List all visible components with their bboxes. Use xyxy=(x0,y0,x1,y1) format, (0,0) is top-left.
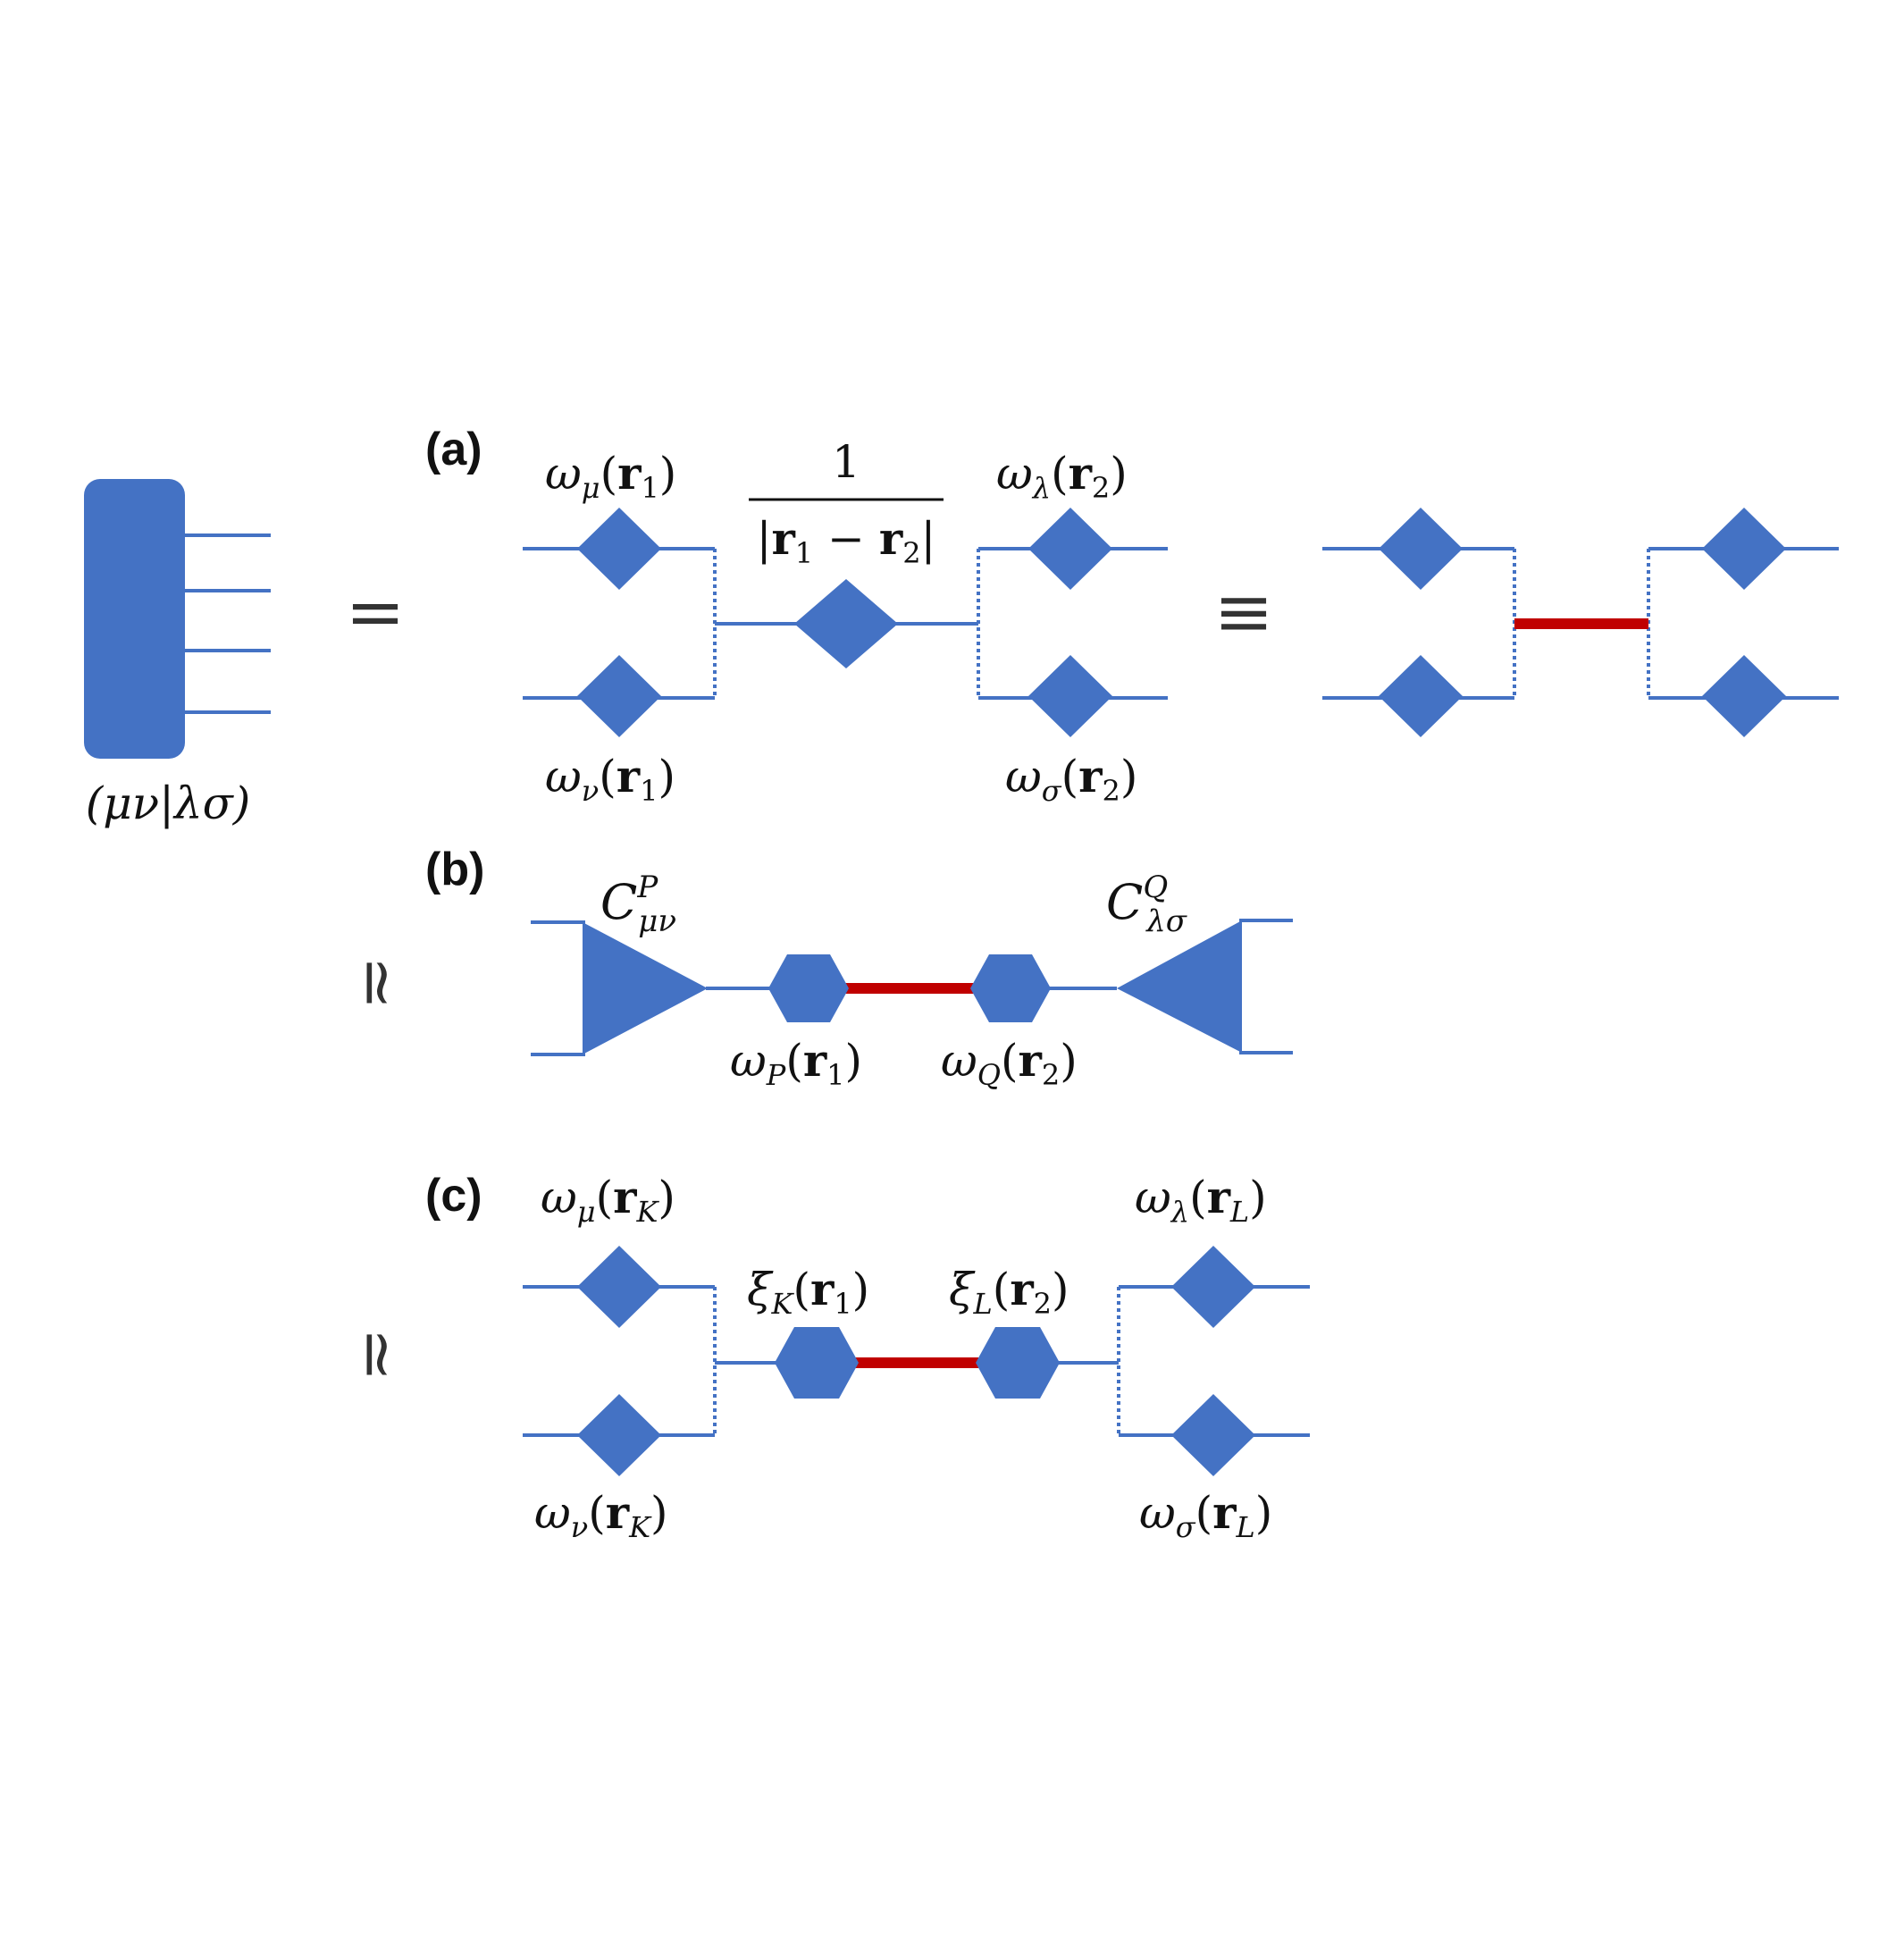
c-lambda-sigma-triangle xyxy=(1117,920,1242,1053)
c-mu-nu-triangle xyxy=(583,922,708,1054)
coulomb-numerator: 1 xyxy=(832,436,860,488)
coulomb-node xyxy=(794,579,898,668)
xi-l-hexagon xyxy=(976,1327,1060,1399)
w-lambda-node xyxy=(1171,1246,1255,1328)
w-nu-node xyxy=(1379,655,1463,737)
xi-l-r2-label: ξL(r2) xyxy=(949,1263,1069,1321)
approx-sign-c: ≃ xyxy=(340,1328,415,1382)
eri-tensor-label: (μν|λσ) xyxy=(86,777,251,829)
w-lambda-node xyxy=(1702,508,1786,590)
w-sigma-node xyxy=(1171,1394,1255,1476)
w-nu-r1-label: ων(r1) xyxy=(545,750,675,808)
coulomb-denominator: |r1 − r2| xyxy=(757,512,936,570)
w-mu-node xyxy=(577,508,661,590)
xi-k-hexagon xyxy=(775,1327,859,1399)
w-nu-node xyxy=(577,1394,661,1476)
w-lambda-r2-label: ωλ(r2) xyxy=(996,447,1128,505)
w-sigma-node xyxy=(1028,655,1112,737)
approx-sign-b: ≃ xyxy=(340,956,415,1010)
w-q-hexagon xyxy=(970,954,1051,1022)
w-sigma-node xyxy=(1702,655,1786,737)
w-mu-node xyxy=(1379,508,1463,590)
panel-label-a: (a) xyxy=(425,424,482,475)
w-p-hexagon xyxy=(768,954,849,1022)
w-mu-r1-label: ωμ(r1) xyxy=(545,447,676,505)
w-q-r2-label: ωQ(r2) xyxy=(941,1034,1078,1092)
w-nu-rk-label: ων(rK) xyxy=(534,1486,668,1544)
panel-label-c: (c) xyxy=(425,1170,482,1222)
w-mu-rk-label: ωμ(rK) xyxy=(541,1171,675,1229)
w-lambda-node xyxy=(1028,508,1112,590)
w-mu-node xyxy=(577,1246,661,1328)
equiv-sign: ≡ xyxy=(1213,570,1273,653)
w-nu-node xyxy=(577,655,661,737)
equals-sign: = xyxy=(345,570,405,653)
xi-k-r1-label: ξK(r1) xyxy=(747,1263,869,1321)
eri-tensor-node xyxy=(84,479,185,759)
panel-label-b: (b) xyxy=(425,844,484,895)
w-sigma-r2-label: ωσ(r2) xyxy=(1005,750,1137,808)
w-sigma-rl-label: ωσ(rL) xyxy=(1139,1486,1272,1544)
w-p-r1-label: ωP(r1) xyxy=(730,1034,862,1092)
w-lambda-rl-label: ωλ(rL) xyxy=(1135,1171,1267,1229)
